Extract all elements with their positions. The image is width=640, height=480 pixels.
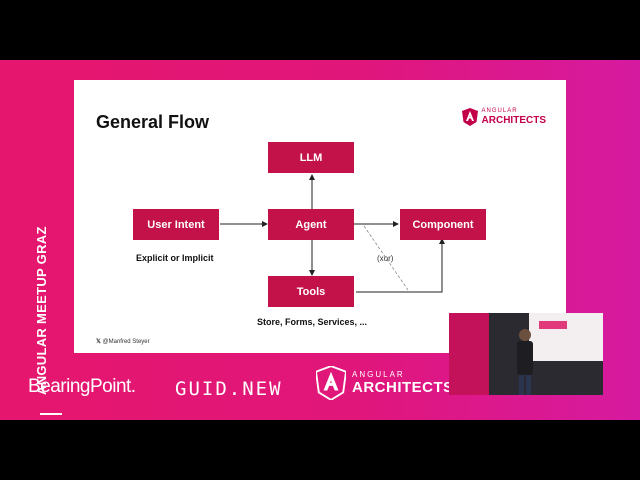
arrow-tools-to-component — [356, 238, 445, 293]
bottom-logo-big: ARCHITECTS — [352, 379, 454, 396]
sponsor-logos: BearingPoint. GUID.NEW ANGULAR ARCHITECT… — [0, 362, 640, 410]
twitter-handle: 𝕏 @Manfred Steyer — [96, 338, 150, 345]
bearingpoint-logo: BearingPoint. — [28, 376, 136, 397]
xor-label: (xor) — [377, 254, 394, 263]
angular-architects-bottom-logo: ANGULAR ARCHITECTS — [316, 366, 454, 400]
camera-screen-highlight — [539, 321, 567, 329]
logo-small-text: ANGULAR — [481, 108, 518, 114]
agent-box: Agent — [268, 209, 354, 240]
guid-new-logo: GUID.NEW — [175, 378, 283, 400]
slide: General Flow ANGULAR ARCHITECTS LLM User… — [74, 80, 566, 353]
speaker-camera-feed — [449, 313, 603, 395]
user-intent-caption: Explicit or Implicit — [136, 253, 214, 263]
angular-shield-icon — [461, 108, 478, 126]
x-icon: 𝕏 — [96, 339, 101, 345]
logo-big-text: ARCHITECTS — [481, 115, 546, 126]
angular-shield-icon — [316, 366, 346, 400]
camera-projection-screen — [529, 313, 603, 361]
llm-box: LLM — [268, 142, 354, 173]
handle-text: @Manfred Steyer — [102, 339, 150, 345]
tools-caption: Store, Forms, Services, ... — [257, 317, 368, 327]
component-box: Component — [400, 209, 486, 240]
camera-background-banner — [449, 313, 489, 395]
user-intent-box: User Intent — [133, 209, 219, 240]
angular-architects-logo: ANGULAR ARCHITECTS — [461, 108, 546, 126]
slide-title: General Flow — [96, 112, 210, 132]
flow-connectors — [220, 174, 445, 293]
speaker-figure — [517, 329, 533, 395]
tools-box: Tools — [268, 276, 354, 307]
bottom-logo-small: ANGULAR — [352, 370, 405, 379]
xor-dashed-line — [363, 225, 409, 291]
side-divider — [40, 413, 62, 415]
